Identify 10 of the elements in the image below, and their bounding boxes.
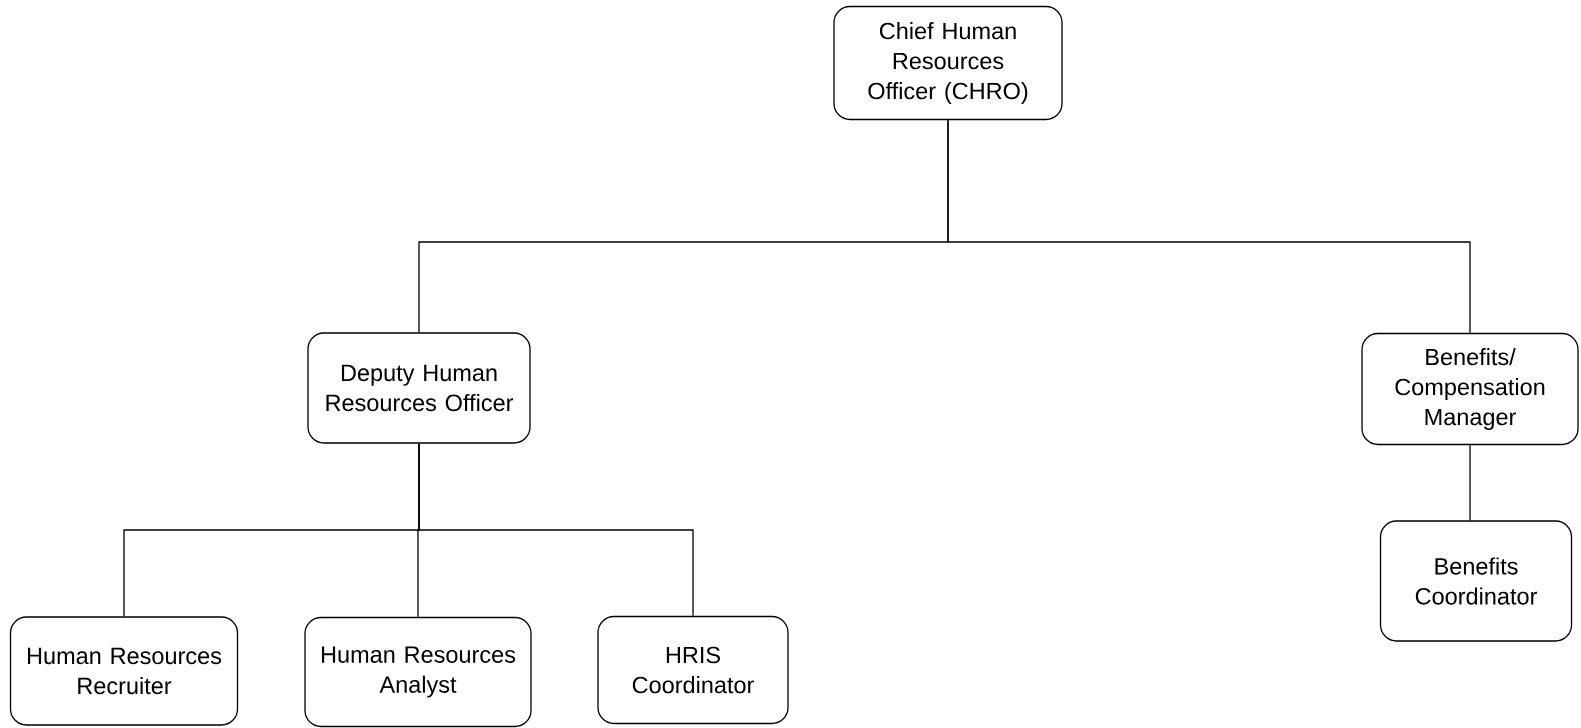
role-box: Chief Human Resources Officer (CHRO) <box>833 5 1063 121</box>
role-box: Human Resources Recruiter <box>9 616 239 726</box>
connector-line <box>1469 444 1471 521</box>
role-box: HRIS Coordinator <box>597 615 789 725</box>
role-box: Human Resources Analyst <box>304 616 532 728</box>
role-box: Benefits/ Compensation Manager <box>1361 332 1579 446</box>
role-box: Deputy Human Resources Officer <box>307 332 531 444</box>
connector-line <box>418 443 694 617</box>
connector-line <box>947 119 1471 334</box>
role-box: Benefits Coordinator <box>1379 520 1573 642</box>
